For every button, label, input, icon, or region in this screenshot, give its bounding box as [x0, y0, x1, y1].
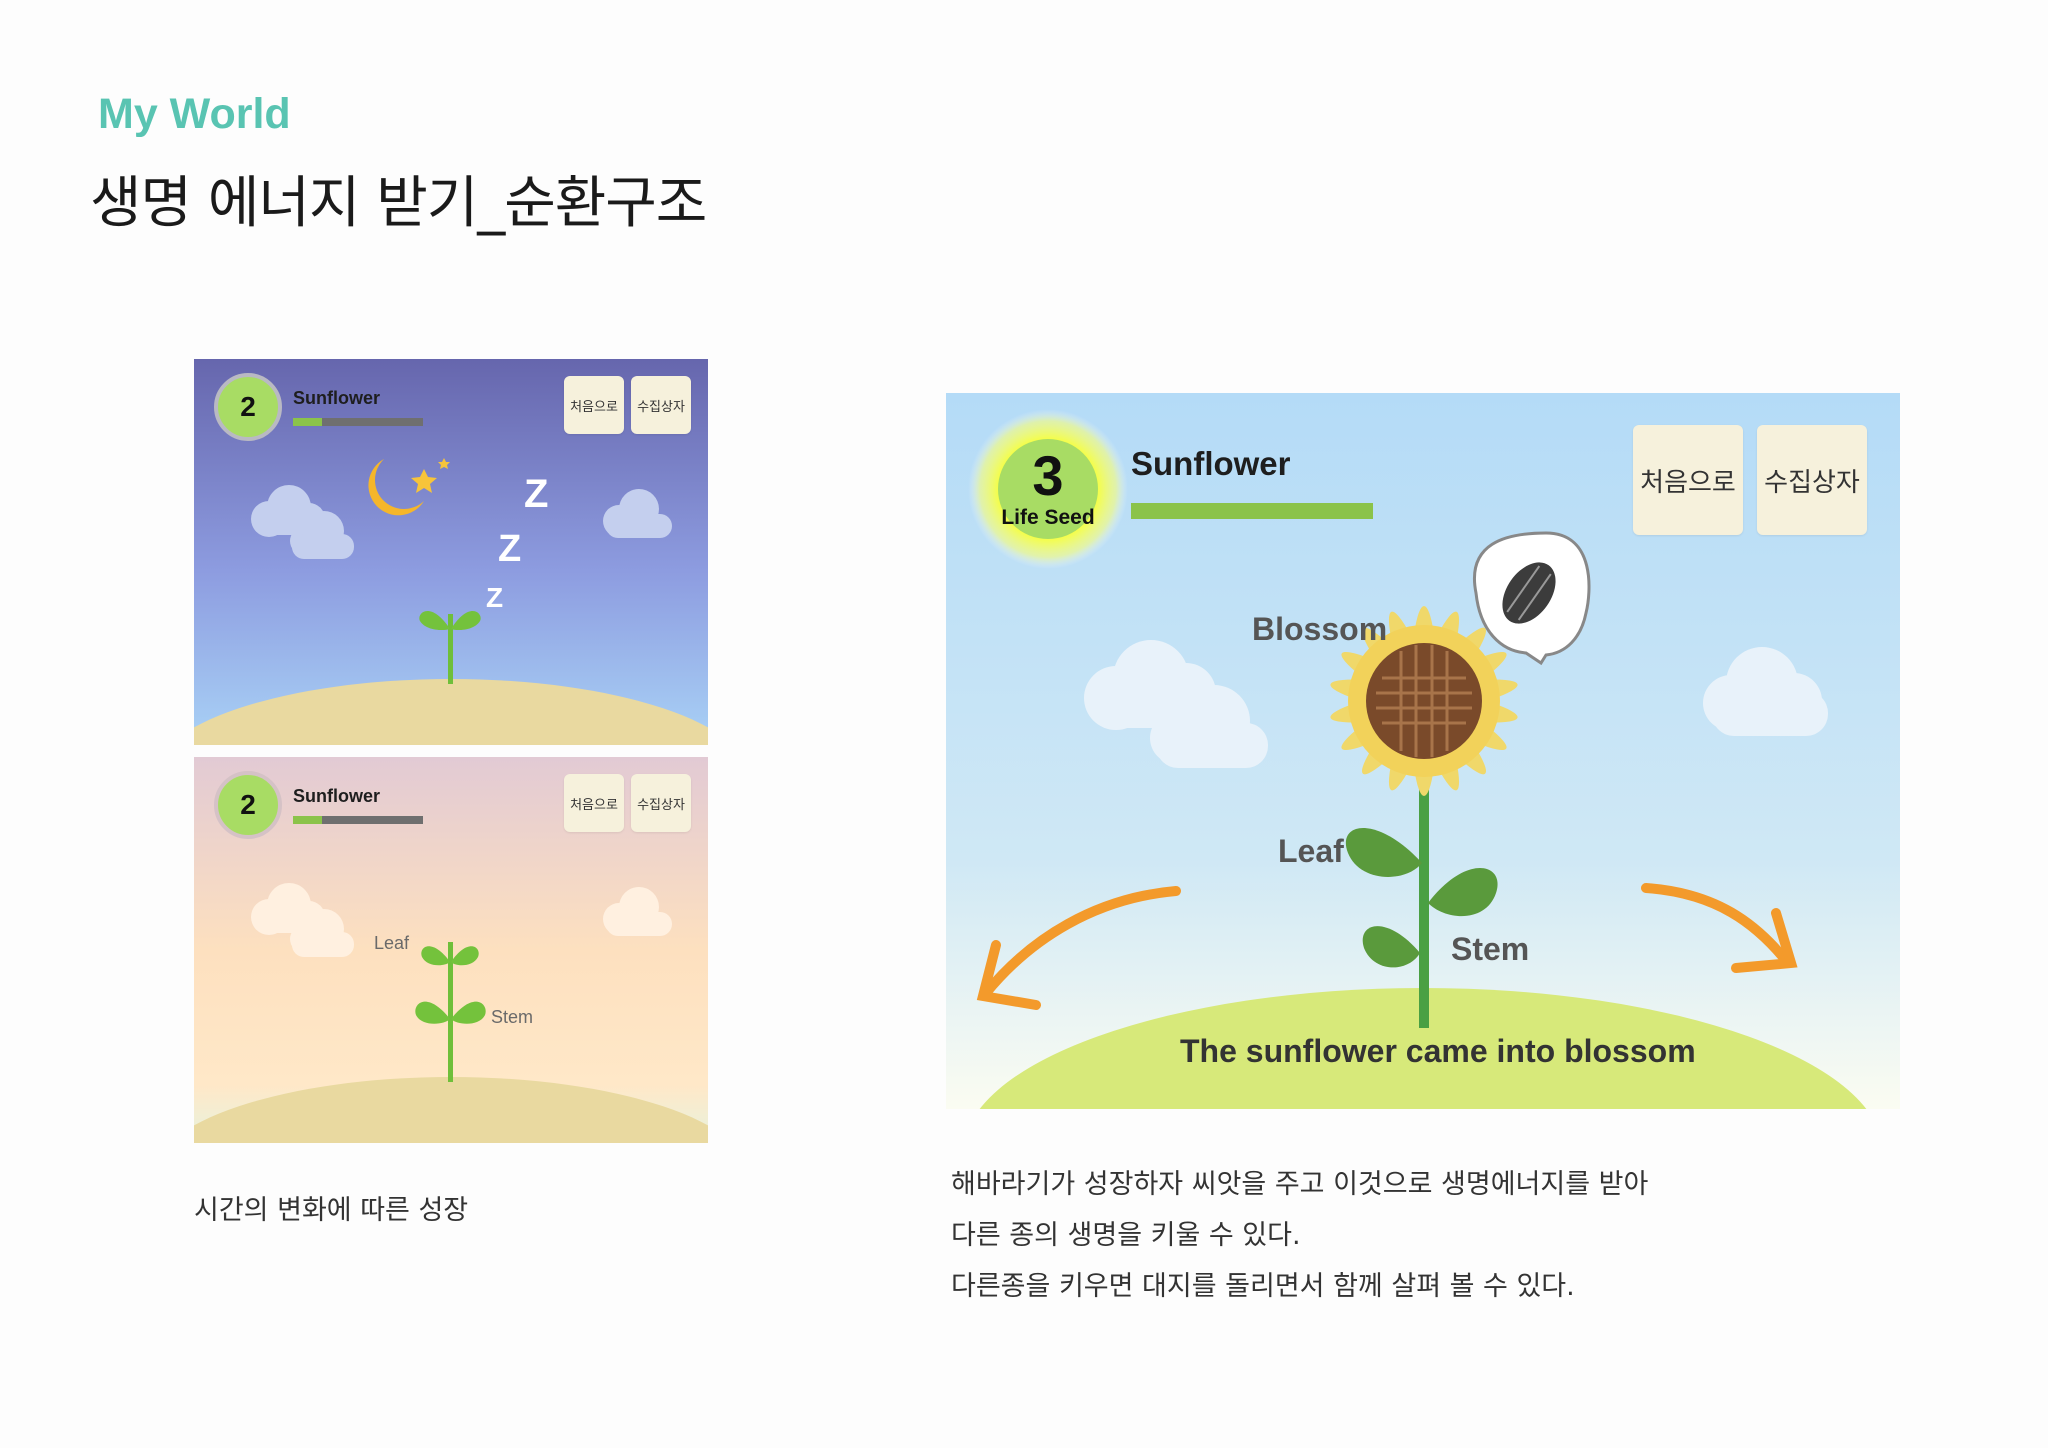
growth-progress-fill — [293, 418, 322, 426]
growth-progress-bar — [1131, 503, 1373, 519]
sleep-z-icons: Z Z Z — [486, 472, 548, 613]
ground-hill — [194, 679, 708, 745]
caption-line: 시간의 변화에 따른 성장 — [194, 1195, 469, 1226]
ground-hill — [194, 1077, 708, 1143]
level-badge: 3 Life Seed — [998, 439, 1098, 539]
caption-line: 다른 종의 생명을 키울 수 있다. — [951, 1220, 1301, 1251]
home-button[interactable]: 처음으로 — [564, 376, 624, 434]
level-badge: 2 — [214, 373, 282, 441]
dawn-scene-panel: Leaf Stem 2 Sunflower 처음으로 수집상자 — [194, 757, 708, 1143]
label-leaf: Leaf — [1278, 833, 1344, 869]
collection-box-button[interactable]: 수집상자 — [631, 376, 691, 434]
sleep-z: Z — [498, 528, 521, 570]
caption-line: 해바라기가 성장하자 씨앗을 주고 이것으로 생명에너지를 받아 — [951, 1169, 1649, 1200]
level-number: 2 — [240, 391, 256, 422]
cloud-icon — [251, 485, 672, 559]
level-caption: Life Seed — [1001, 506, 1095, 529]
sunflower-icon — [1330, 606, 1518, 1028]
label-leaf: Leaf — [374, 933, 410, 953]
caption-line: 다른종을 키우면 대지를 돌리면서 함께 살펴 볼 수 있다. — [951, 1271, 1575, 1302]
rotate-right-arrow-icon — [1641, 883, 1798, 973]
night-scene-panel: Z Z Z 2 Sunflower 처음으로 수집상자 — [194, 359, 708, 745]
plant-name: Sunflower — [1131, 445, 1291, 482]
cloud-icon — [1084, 640, 1828, 768]
label-stem: Stem — [491, 1007, 534, 1027]
growth-progress-fill — [293, 816, 322, 824]
growth-progress-fill — [1131, 503, 1373, 519]
label-stem: Stem — [1451, 931, 1530, 967]
ground-hill — [979, 988, 1867, 1109]
young-plant-icon — [415, 942, 486, 1082]
plant-name: Sunflower — [293, 388, 381, 408]
label-blossom: Blossom — [1252, 611, 1388, 647]
plant-name: Sunflower — [293, 786, 381, 806]
growth-progress-bar — [293, 418, 423, 426]
sprout-icon — [419, 611, 481, 684]
sleep-z: Z — [524, 472, 548, 516]
rotate-left-arrow-icon — [976, 886, 1181, 1010]
sleep-z: Z — [486, 582, 503, 613]
cloud-icon — [251, 883, 672, 957]
page-title: 생명 에너지 받기_순환구조 — [90, 171, 707, 236]
collection-box-button[interactable]: 수집상자 — [631, 774, 691, 832]
home-button[interactable]: 처음으로 — [564, 774, 624, 832]
level-number: 3 — [1032, 444, 1064, 507]
growth-progress-bar — [293, 816, 423, 824]
blossom-scene-illustration — [946, 393, 1900, 1109]
brand-title: My World — [98, 90, 291, 138]
collection-box-button[interactable]: 수집상자 — [1757, 425, 1867, 535]
status-message: The sunflower came into blossom — [1180, 1033, 1696, 1069]
level-badge: 2 — [214, 771, 282, 839]
right-caption: 해바라기가 성장하자 씨앗을 주고 이것으로 생명에너지를 받아 다른 종의 생… — [951, 1159, 1648, 1312]
seed-icon — [1502, 562, 1556, 624]
home-button[interactable]: 처음으로 — [1633, 425, 1743, 535]
level-number: 2 — [240, 789, 256, 820]
dawn-scene-illustration — [194, 757, 708, 1143]
moon-icon — [368, 458, 450, 516]
blossom-scene-panel: 3 Life Seed Sunflower 처음으로 수집상자 Blossom … — [946, 393, 1900, 1109]
left-caption: 시간의 변화에 따른 성장 — [194, 1185, 468, 1236]
